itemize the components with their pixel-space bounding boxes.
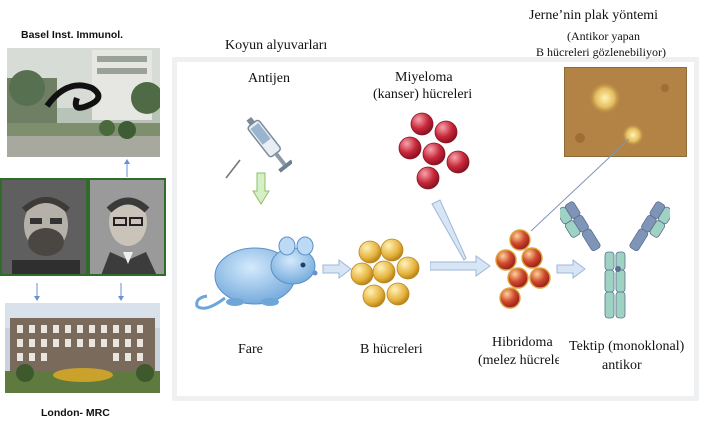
- leader-line: [530, 138, 630, 232]
- antibody-label-line2: antikor: [602, 358, 642, 373]
- jerne-note-line2: B hücreleri gözlenebiliyor): [536, 45, 666, 59]
- b-cells-cluster: [350, 238, 420, 308]
- basel-caption: Basel Inst. Immunol.: [21, 29, 124, 41]
- myeloma-label-line1: Miyeloma: [395, 70, 453, 85]
- antibody-label-line1: Tektip (monoklonal): [569, 339, 685, 354]
- hybridoma-cells-cluster: [495, 229, 551, 309]
- arrow-right-icon: [556, 259, 586, 279]
- basel-institute-photo: [7, 48, 160, 157]
- jerne-note-line1: (Antikor yapan: [567, 29, 640, 43]
- panel-title: Koyun alyuvarları: [225, 38, 328, 53]
- london-mrc-photo: [5, 303, 160, 393]
- mouse-icon: [195, 236, 318, 310]
- antibody-icon: [560, 201, 670, 319]
- fusion-arrow-icon: [430, 199, 491, 277]
- jerne-title: Jerne’nin plak yöntemi: [529, 8, 659, 23]
- antigen-label: Antijen: [248, 71, 290, 86]
- myeloma-cells-cluster: [398, 112, 470, 190]
- myeloma-label-line2: (kanser) hücreleri: [373, 87, 473, 102]
- hybridoma-label-line2: (melez hücreler: [478, 353, 559, 368]
- down-arrow-icon: [118, 283, 124, 301]
- down-arrow-icon: [34, 283, 40, 301]
- portrait-photo-right: [88, 178, 166, 276]
- london-caption: London- MRC: [41, 407, 110, 419]
- mouse-label: Fare: [238, 342, 263, 357]
- plaque-assay-photo: [564, 67, 687, 157]
- portrait-photo-left: [0, 178, 88, 276]
- hybridoma-label-line1: Hibridoma: [492, 335, 553, 350]
- green-down-arrow-icon: [252, 172, 270, 205]
- up-arrow-icon: [124, 159, 130, 177]
- arrow-right-icon: [322, 259, 352, 279]
- b-cells-label: B hücreleri: [360, 342, 423, 357]
- syringe-icon: [225, 116, 292, 179]
